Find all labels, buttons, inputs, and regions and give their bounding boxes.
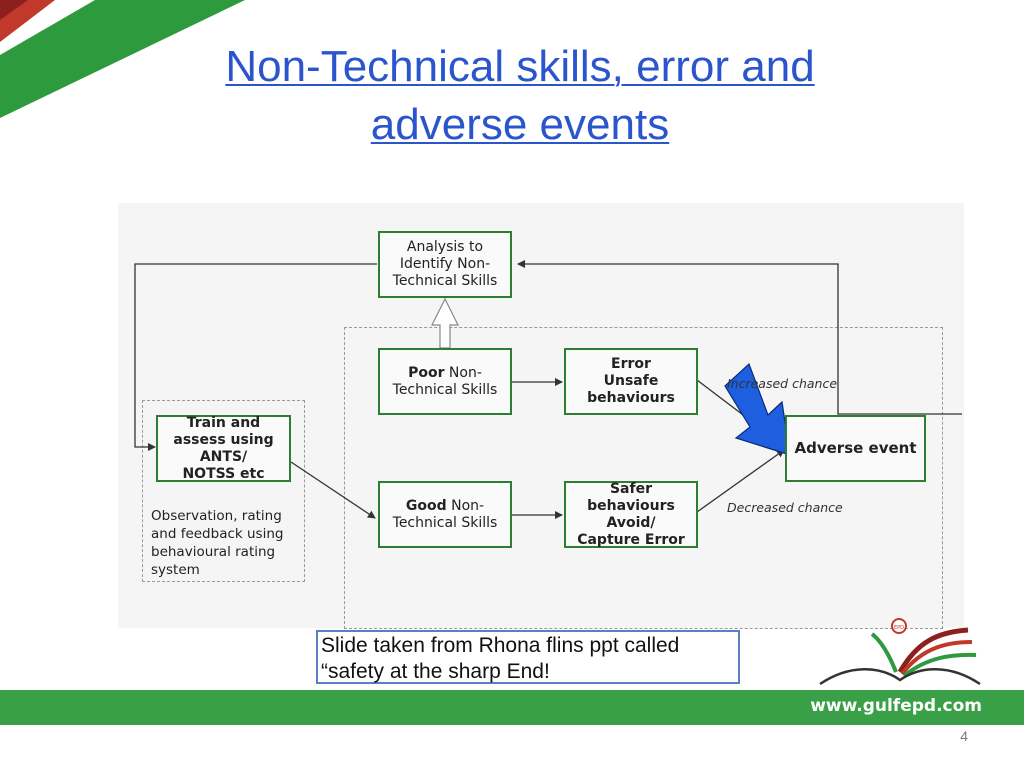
safer-line: Safer [609,480,652,497]
safer-line: behaviours [587,497,675,514]
good-line-2: Technical Skills [392,514,498,531]
analysis-box: Analysis to Identify Non- Technical Skil… [378,231,512,298]
good-suffix: Non- [446,497,485,514]
poor-label: Poor [408,364,445,381]
poor-line-2: Technical Skills [392,381,498,398]
title-line-1: Non-Technical skills, error and [225,42,815,91]
increased-chance-label: Increased chance [727,376,838,391]
caption-line-1: Slide taken from Rhona flins ppt called [321,634,680,657]
observation-note: Observation, rating and feedback using b… [151,507,283,579]
adverse-label: Adverse event [794,439,917,457]
decreased-chance-label: Decreased chance [727,500,843,515]
caption-line-2: “safety at the sharp End! [321,660,550,683]
outcome-group-frame [344,327,943,629]
good-skills-box: Good Non- Technical Skills [378,481,512,548]
safer-line: Avoid/ [606,514,656,531]
page-number: 4 [960,728,968,744]
observation-line: system [151,562,200,578]
good-label: Good [405,497,447,514]
source-caption: Slide taken from Rhona flins ppt called … [316,630,740,684]
title-line-2: adverse events [370,100,670,149]
footer-url[interactable]: www.gulfepd.com [810,696,982,716]
observation-line: behavioural rating [151,544,276,560]
analysis-line: Identify Non- [399,256,491,272]
poor-suffix: Non- [444,364,482,381]
analysis-line: Analysis to [406,239,484,255]
train-line: NOTSS etc [182,465,265,482]
error-box: Error Unsafe behaviours [564,348,698,415]
analysis-line: Technical Skills [392,273,498,289]
safer-box: Safer behaviours Avoid/ Capture Error [564,481,698,548]
slide-title: Non-Technical skills, error and adverse … [150,38,890,154]
train-line: ANTS/ [199,448,248,465]
error-line: behaviours [587,390,675,406]
error-line: Error [611,356,651,372]
adverse-event-box: Adverse event [785,415,926,482]
footer-bar [0,690,1024,725]
training-group-frame [142,400,305,582]
poor-skills-box: Poor Non- Technical Skills [378,348,512,415]
train-line: assess using [173,431,274,448]
corner-decoration [0,0,245,118]
observation-line: and feedback using [151,526,284,542]
safer-line: Capture Error [577,531,685,548]
observation-line: Observation, rating [151,508,282,524]
train-box: Train and assess using ANTS/ NOTSS etc [156,415,291,482]
train-line: Train and [186,414,261,431]
error-line: Unsafe [603,373,659,389]
svg-text:EPD: EPD [894,625,904,631]
